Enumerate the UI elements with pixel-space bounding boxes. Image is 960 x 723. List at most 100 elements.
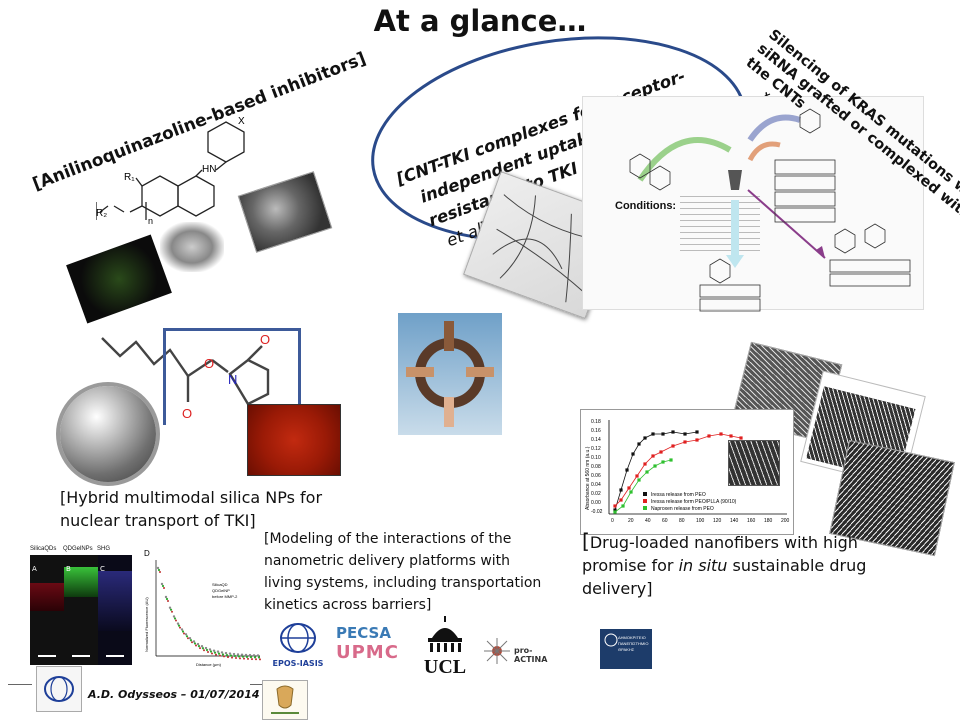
release-marker [651,432,655,436]
decay-point-gray [196,642,200,646]
oxygen-label-2: O [182,406,192,421]
decay-point-gray [204,646,208,650]
release-curve [614,433,742,507]
release-ytick: 0.14 [591,437,601,443]
decay-point-red [223,655,225,658]
decay-point-gray [248,653,252,657]
decay-point-green [157,568,161,572]
decay-point-red [195,644,197,647]
release-marker [635,474,639,478]
modeling-caption: [Modeling of the interactions of the nan… [264,528,541,616]
decay-point-gray [212,649,216,652]
epos-iasis-logo: EPOS-IASIS [270,621,326,677]
nanofiber-line3: delivery] [582,579,653,598]
ucl-dome-icon [428,616,462,652]
decay-point-gray [232,652,236,656]
release-marker [619,488,623,492]
decay-point-gray [236,653,240,656]
molecule-n-label: n [148,216,153,226]
decay-point-green [201,647,205,650]
ucl-text: UCL [423,656,467,678]
release-marker [643,436,647,440]
release-inset-sem [728,440,780,486]
upmc-text: UPMC [336,642,399,663]
nanofiber-line2a: promise for [582,556,679,575]
release-marker [729,434,733,438]
micro-panel-b: B [64,555,98,665]
micro-panel-c: C [98,555,132,665]
release-marker [671,430,675,434]
release-yticks: 0.180.160.140.120.100.080.060.040.020.00… [591,419,603,515]
decay-point-gray [256,654,260,657]
decay-point-green [225,653,229,657]
decay-point-green [177,624,181,627]
actina-star-icon [484,638,510,664]
scale-bar-b [72,655,90,657]
silica-sphere [60,386,156,482]
release-marker [683,440,687,444]
molecule-x-label: X [238,116,245,127]
decay-point-red [163,586,165,589]
afm-image-3d [237,171,333,253]
release-marker [643,462,647,466]
decay-point-red [227,656,229,659]
legend-marker-black [643,492,647,496]
release-ytick: 0.00 [591,500,601,506]
modeling-line2: nanometric delivery platforms with [264,553,511,569]
release-marker [637,478,641,482]
decay-point-gray [156,566,160,570]
release-xtick: 100 [696,518,705,524]
nanofiber-line2c: sustainable drug [727,556,867,575]
release-xtick: 120 [713,518,722,524]
release-ytick: 0.10 [591,455,601,461]
decay-point-gray [224,651,228,655]
release-marker [627,486,631,490]
decay-point-gray [164,595,168,599]
release-marker [683,432,687,436]
release-series-green [613,458,673,514]
decay-point-gray [172,615,176,618]
thrace-logo: ΔΗΜΟΚΡΙΤΕΙΟ ΠΑΝΕΠΙΣΤΗΜΙΟ ΘΡΑΚΗΣ [600,629,652,669]
epos-globe-icon [280,623,316,653]
release-marker [707,434,711,438]
micro-label-b: B [66,565,71,573]
epos-text: EPOS-IASIS [272,659,324,668]
decay-point-green [161,584,165,588]
modeling-line1: [Modeling of the interactions of the [264,531,512,547]
decay-point-red [159,571,161,573]
release-marker [669,458,673,462]
decay-point-green [209,650,213,653]
pecsa-text: PECSA [336,624,391,642]
decay-point-green [185,635,189,638]
decay-point-red [183,632,185,635]
release-series-black [613,430,699,512]
decay-point-red [191,641,193,644]
pro-actina-text: pro-ACTINA [514,646,548,664]
release-marker [659,450,663,454]
hybrid-line1: [Hybrid multimodal silica NPs for [60,488,323,507]
footer-logo-left [36,666,82,712]
ucl-logo: UCL [418,616,472,678]
decay-graph: D Normalized Fluorescence (AU) Distance … [144,549,261,667]
release-xtick: 40 [645,518,651,524]
release-marker [613,504,617,508]
footer-globe-icon [44,676,74,702]
decay-point-green [169,608,173,611]
release-marker [661,460,665,464]
decay-point-green [245,655,249,659]
release-marker [629,490,633,494]
decay-point-green [205,648,209,652]
scale-bar-a [38,655,56,657]
release-ytick: 0.16 [591,428,601,434]
decay-point-gray [228,652,232,655]
micro-panel-c-fill [98,571,132,631]
decay-point-red [247,657,249,660]
release-marker [653,464,657,468]
release-ytick: 0.18 [591,419,601,425]
decay-point-green [241,655,245,658]
release-legend-3: Naproxen release from PEO [651,506,714,512]
decay-point-red [215,653,217,656]
decay-point-red [231,656,233,659]
